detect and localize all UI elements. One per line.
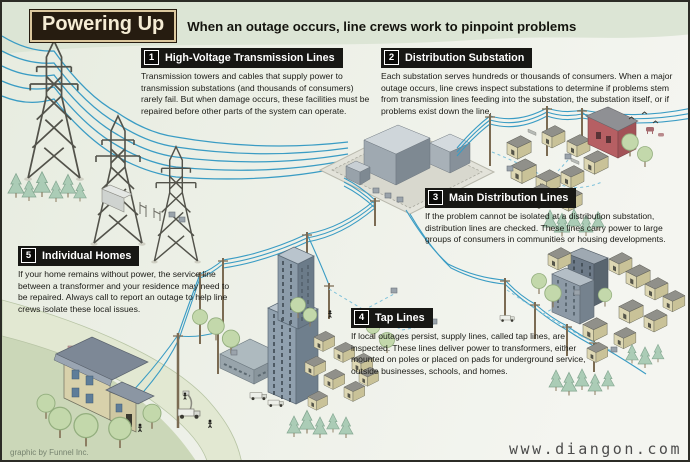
barn-icon	[585, 106, 639, 159]
watermark-url: www.diangon.com	[509, 440, 682, 458]
step-number-badge: 4	[354, 310, 369, 326]
callout-header: 2 Distribution Substation	[381, 48, 533, 69]
callout-body: If the problem cannot be isolated at a d…	[425, 211, 666, 245]
callout-title: Individual Homes	[42, 249, 132, 262]
transformer-box-icon	[610, 346, 618, 353]
power-line-icon	[2, 50, 349, 155]
transformer-box-icon	[390, 287, 398, 294]
power-line-icon	[2, 35, 349, 147]
callout-body: If local outages persist, supply lines, …	[351, 331, 586, 376]
callout-main-distribution-lines: 3 Main Distribution Lines If the problem…	[425, 187, 688, 246]
callout-title: Tap Lines	[375, 311, 425, 324]
callout-high-voltage-transmission-lines: 1 High-Voltage Transmission Lines Transm…	[141, 47, 374, 117]
step-number-badge: 5	[21, 248, 36, 264]
credit-text: graphic by Funnel Inc.	[10, 448, 89, 457]
callout-body: Each substation serves hundreds or thous…	[381, 71, 673, 116]
callout-title: High-Voltage Transmission Lines	[165, 51, 335, 64]
callout-body: If your home remains without power, the …	[18, 269, 230, 314]
callout-header: 1 High-Voltage Transmission Lines	[141, 48, 343, 69]
step-number-badge: 2	[384, 50, 399, 66]
bucket-truck-icon	[177, 390, 201, 420]
transformer-box-icon	[506, 165, 514, 172]
maintenance-yard	[101, 184, 186, 223]
page-title: Powering Up	[30, 10, 177, 42]
step-number-badge: 3	[428, 190, 443, 206]
transformer-box-icon	[573, 289, 581, 296]
callout-body: Transmission towers and cables that supp…	[141, 71, 370, 116]
bird-icon	[628, 111, 659, 124]
callout-title: Main Distribution Lines	[449, 191, 569, 204]
callout-tap-lines: 4 Tap Lines If local outages persist, su…	[351, 307, 594, 377]
rural-house-cluster	[506, 106, 654, 238]
suburban-cluster-east	[530, 247, 686, 397]
car-icon	[527, 128, 537, 136]
subtitle: When an outage occurs, line crews work t…	[187, 18, 577, 34]
individual-home	[36, 336, 162, 449]
transformer-box-icon	[564, 153, 572, 160]
callout-title: Distribution Substation	[405, 51, 525, 64]
callout-header: 4 Tap Lines	[351, 308, 433, 329]
transformer-box-icon	[230, 349, 238, 356]
livestock-icon	[646, 127, 664, 137]
downtown-block	[191, 246, 319, 408]
title-bar: Powering Up When an outage occurs, line …	[30, 10, 576, 42]
birds-and-livestock	[628, 111, 664, 137]
callout-header: 3 Main Distribution Lines	[425, 188, 577, 209]
step-number-badge: 1	[144, 50, 159, 66]
distribution-lines	[129, 107, 688, 401]
callout-individual-homes: 5 Individual Homes If your home remains …	[18, 245, 237, 315]
bucket-trucks	[177, 315, 515, 420]
callout-header: 5 Individual Homes	[18, 246, 140, 267]
callout-distribution-substation: 2 Distribution Substation Each substatio…	[381, 47, 687, 117]
